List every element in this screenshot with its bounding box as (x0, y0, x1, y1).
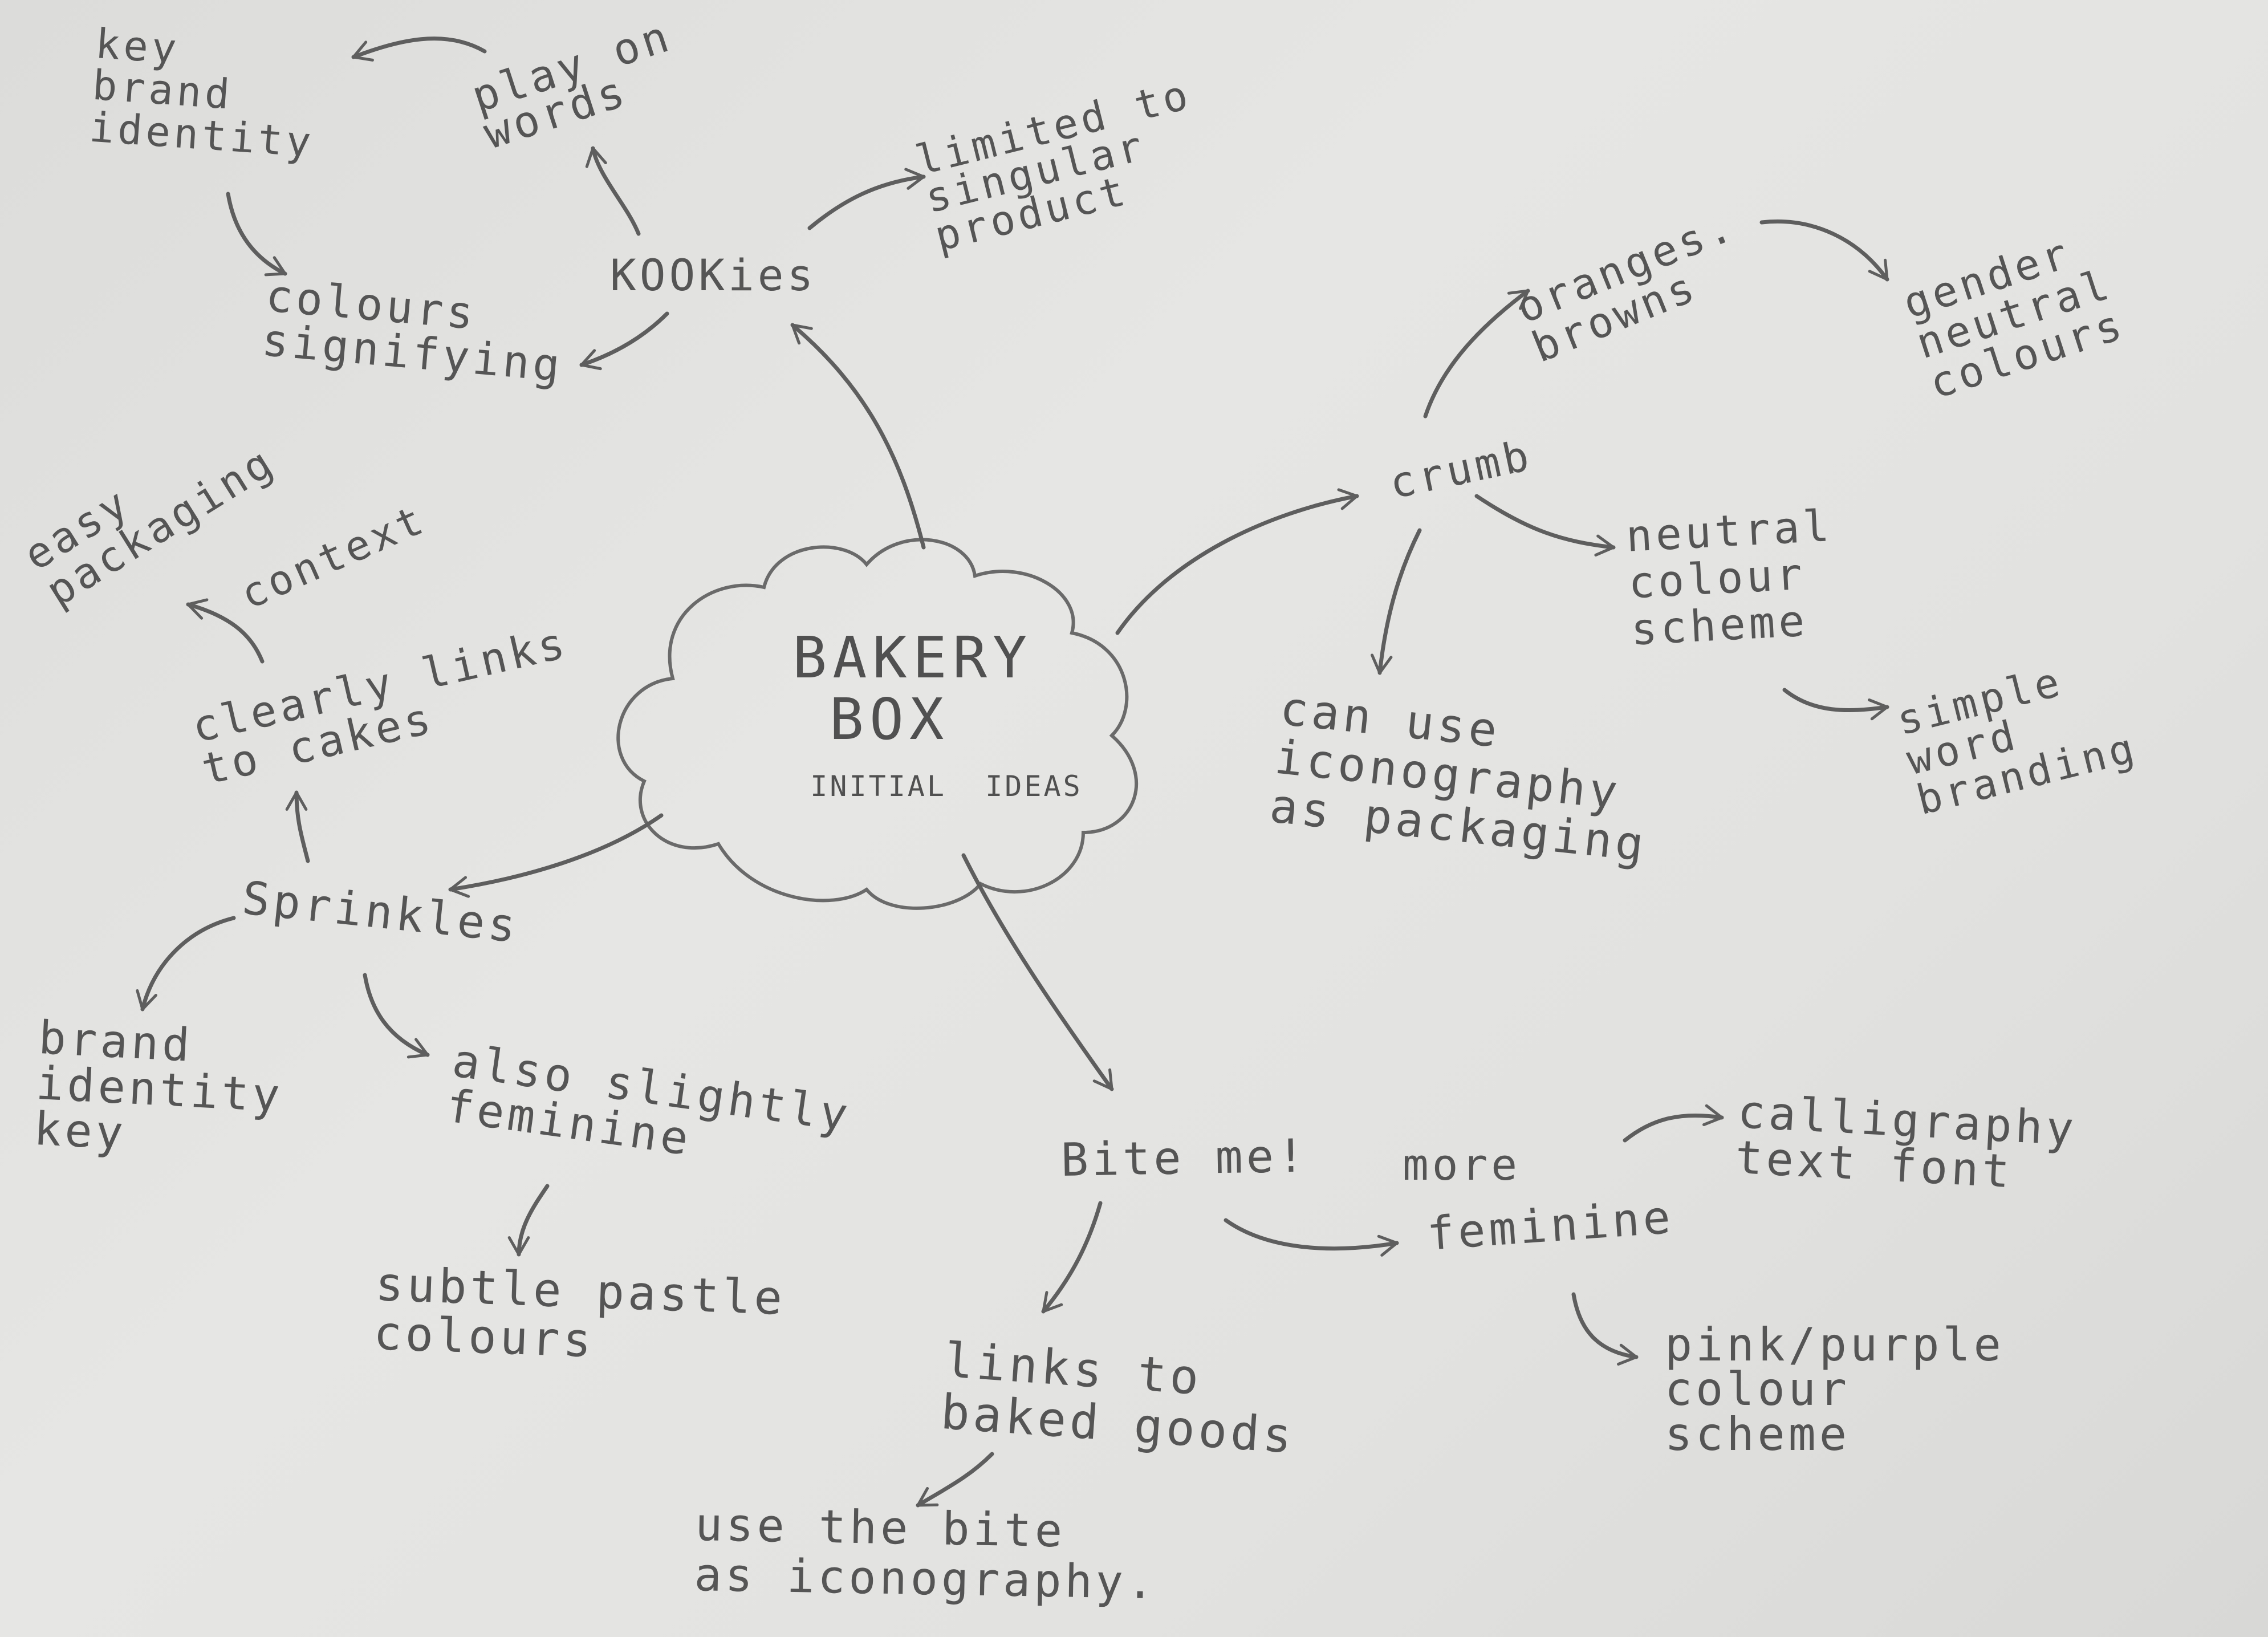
node-pink-purple: pink/purple colour scheme (1665, 1318, 2005, 1461)
center-title: BAKERY BOX (792, 624, 1033, 753)
connector-kookies-play-on-words (585, 146, 641, 236)
node-bite-me: Bite me! (1060, 1129, 1308, 1187)
connector-biteme-feminine (1224, 1218, 1399, 1257)
connector-neutral-simple (1782, 688, 1889, 721)
connector-clearly-easy (186, 598, 265, 664)
node-kookies: KOOKies (610, 250, 817, 300)
connector-kookies-limited (807, 168, 926, 230)
node-calligraphy: calligraphy text font (1734, 1085, 2079, 1199)
connector-feminine-subtle (507, 1184, 550, 1257)
connectors (136, 36, 1889, 1508)
connector-sprinkles-feminine (363, 973, 430, 1059)
connector-crumb-iconography (1371, 528, 1422, 675)
connector-links-usebite (916, 1452, 994, 1508)
connector-play-key-brand (351, 36, 487, 62)
connector-sprinkles-clearly (285, 790, 310, 863)
node-more: more (1403, 1139, 1521, 1190)
connector-biteme-links (1041, 1201, 1103, 1314)
center-subtitle: INITIAL IDEAS (810, 770, 1083, 803)
node-use-bite: use the bite as iconography. (693, 1498, 1158, 1610)
connector-oranges-gender (1759, 220, 1889, 282)
connector-feminine-pink (1571, 1292, 1639, 1366)
connector-center-sprinkles (448, 813, 664, 898)
connector-key-brand-colours (226, 192, 287, 277)
connector-feminine-calligraphy (1623, 1104, 1724, 1143)
connector-crumb-oranges (1423, 289, 1530, 419)
center-cloud (616, 538, 1139, 910)
connector-kookies-colours (579, 311, 669, 371)
connector-center-biteme (961, 853, 1114, 1091)
connector-sprinkles-brand (136, 916, 236, 1012)
connector-center-crumb (1115, 488, 1359, 635)
node-subtle-pastel: subtle pastle colours (372, 1257, 787, 1368)
node-neutral-scheme: neutral colour scheme (1624, 500, 1834, 655)
connector-crumb-neutral (1474, 494, 1616, 557)
node-key-brand-identity: key brand identity (88, 19, 316, 166)
connector-center-kookies (790, 323, 926, 550)
node-brand-identity-key: brand identity key (32, 1011, 284, 1160)
